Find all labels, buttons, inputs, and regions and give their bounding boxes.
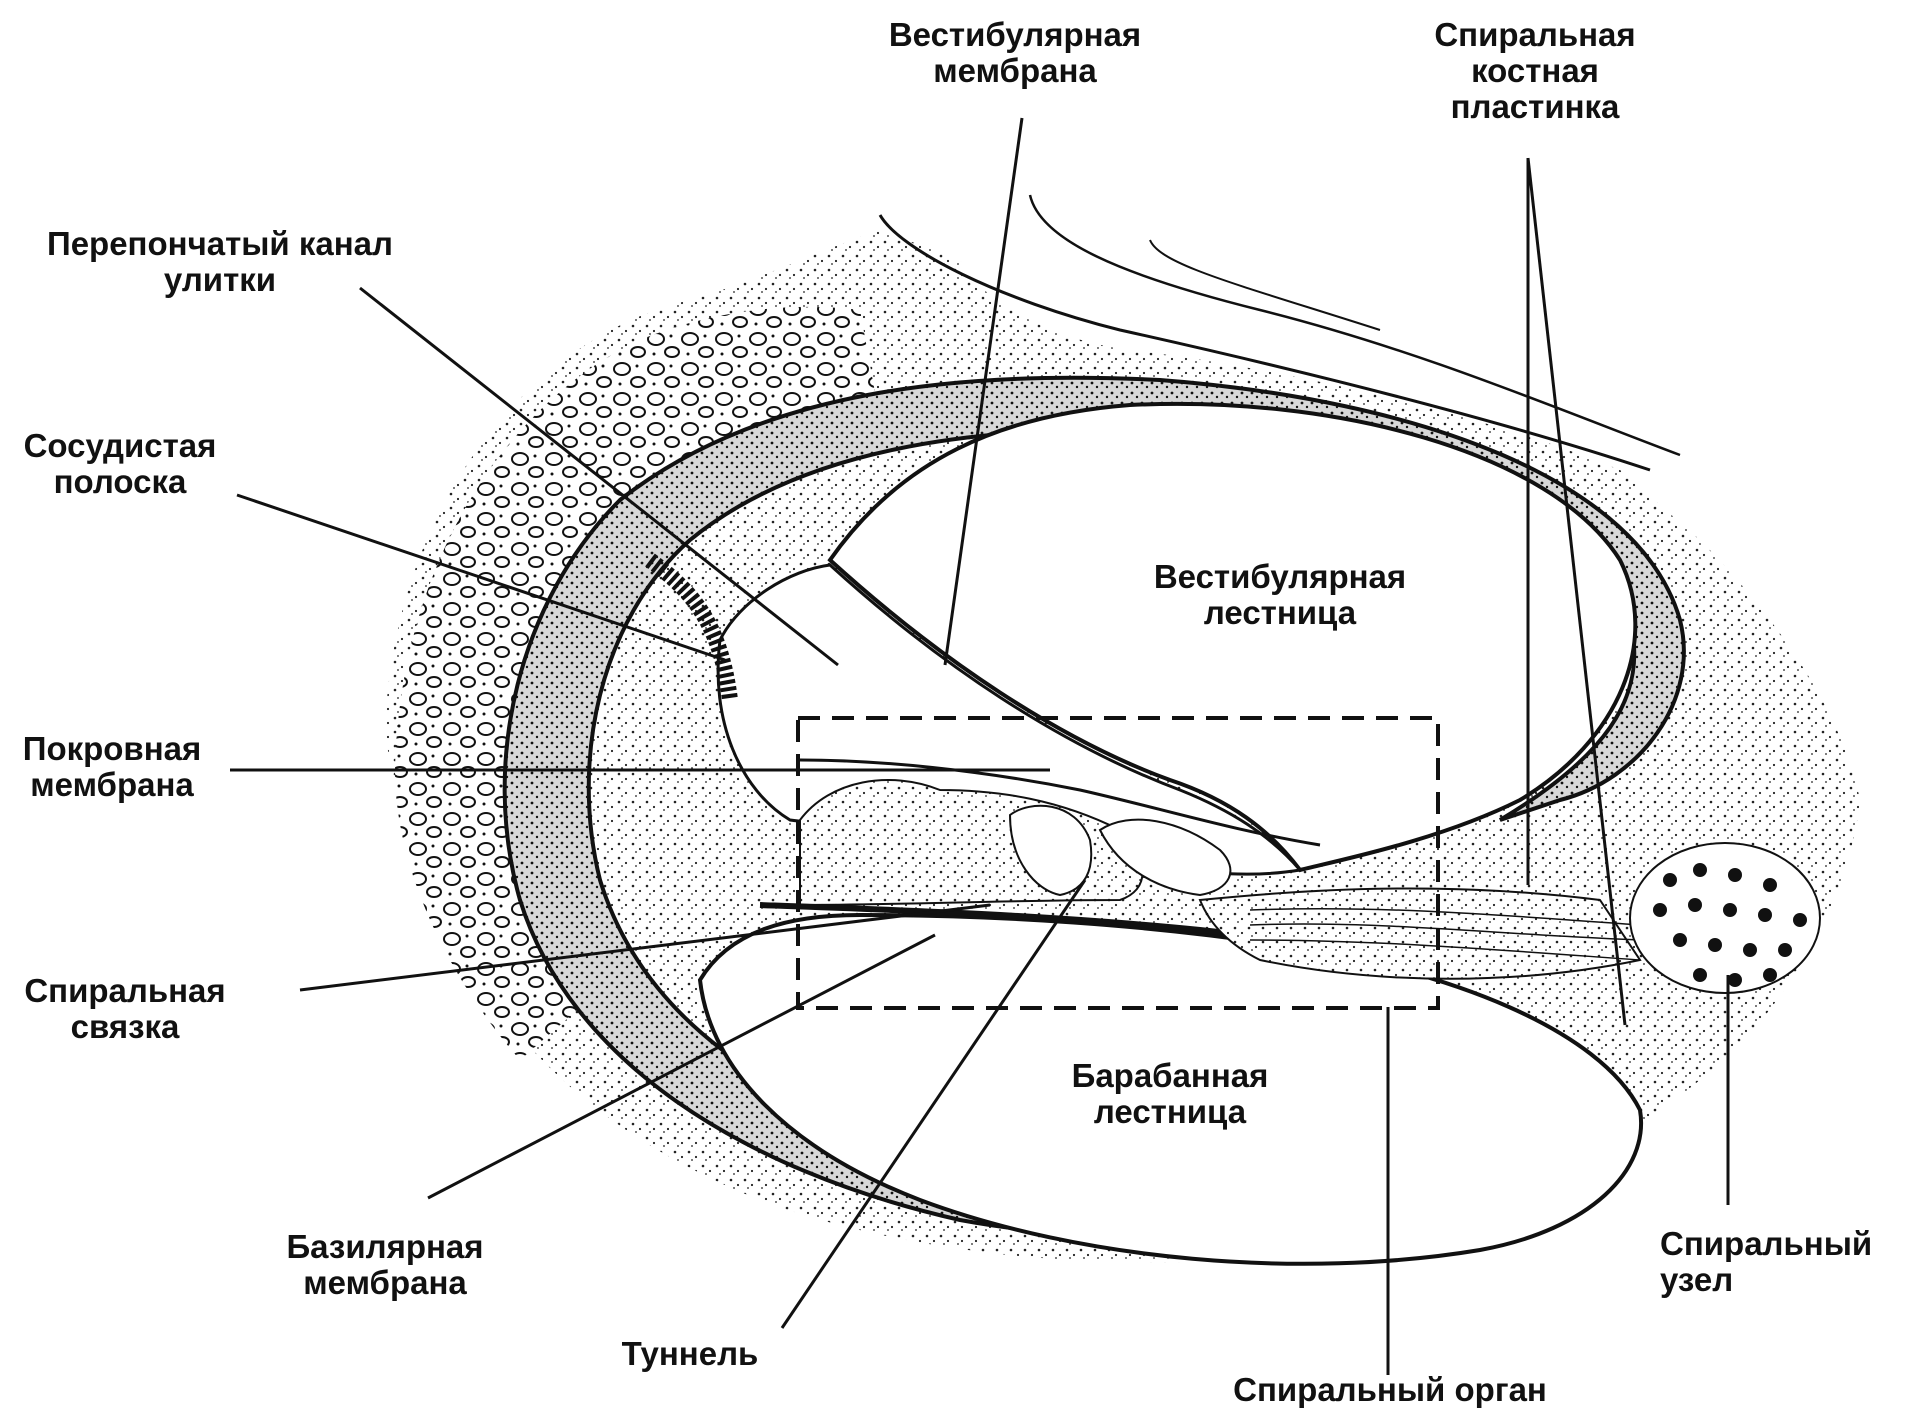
- label-spiral-ligament: Спиральная связка: [24, 972, 225, 1045]
- label-tectorial-line2: мембрана: [30, 766, 194, 803]
- label-scala-vestibuli-line2: лестница: [1204, 594, 1357, 631]
- label-spiral-lamina-line3: пластинка: [1451, 88, 1620, 125]
- label-tectorial-membrane: Покровная мембрана: [23, 730, 202, 803]
- spiral-ganglion: [1630, 843, 1820, 993]
- label-spiral-ligament-line1: Спиральная: [24, 972, 225, 1009]
- label-organ-line1: Спиральный орган: [1233, 1371, 1547, 1408]
- label-scala-tympani-line1: Барабанная: [1072, 1057, 1269, 1094]
- label-scala-tympani: Барабанная лестница: [1072, 1057, 1269, 1130]
- label-scala-vestibuli-line1: Вестибулярная: [1154, 558, 1406, 595]
- label-tectorial-line1: Покровная: [23, 730, 202, 767]
- label-scala-tympani-line2: лестница: [1094, 1093, 1247, 1130]
- label-ganglion-line2: узел: [1660, 1261, 1733, 1298]
- label-stria-line1: Сосудистая: [24, 427, 217, 464]
- label-cochlear-duct: Перепончатый канал улитки: [47, 225, 393, 298]
- label-cochlear-duct-line2: улитки: [164, 261, 276, 298]
- label-tunnel: Туннель: [622, 1335, 759, 1372]
- label-vestibular-membrane-line1: Вестибулярная: [889, 16, 1141, 53]
- label-ganglion-line1: Спиральный: [1660, 1225, 1872, 1262]
- label-vestibular-membrane: Вестибулярная мембрана: [889, 16, 1141, 89]
- label-spiral-ganglion: Спиральный узел: [1660, 1225, 1872, 1298]
- label-cochlear-duct-line1: Перепончатый канал: [47, 225, 393, 262]
- label-organ-of-corti: Спиральный орган: [1233, 1371, 1547, 1408]
- label-basilar-line1: Базилярная: [286, 1228, 483, 1265]
- label-vestibular-membrane-line2: мембрана: [933, 52, 1097, 89]
- label-basilar-line2: мембрана: [303, 1264, 467, 1301]
- label-spiral-lamina-line1: Спиральная: [1434, 16, 1635, 53]
- label-tunnel-line1: Туннель: [622, 1335, 759, 1372]
- label-stria-vascularis: Сосудистая полоска: [24, 427, 217, 500]
- label-stria-line2: полоска: [54, 463, 187, 500]
- label-spiral-lamina: Спиральная костная пластинка: [1434, 16, 1635, 125]
- label-basilar-membrane: Базилярная мембрана: [286, 1228, 483, 1301]
- label-spiral-lamina-line2: костная: [1471, 52, 1599, 89]
- label-spiral-ligament-line2: связка: [71, 1008, 180, 1045]
